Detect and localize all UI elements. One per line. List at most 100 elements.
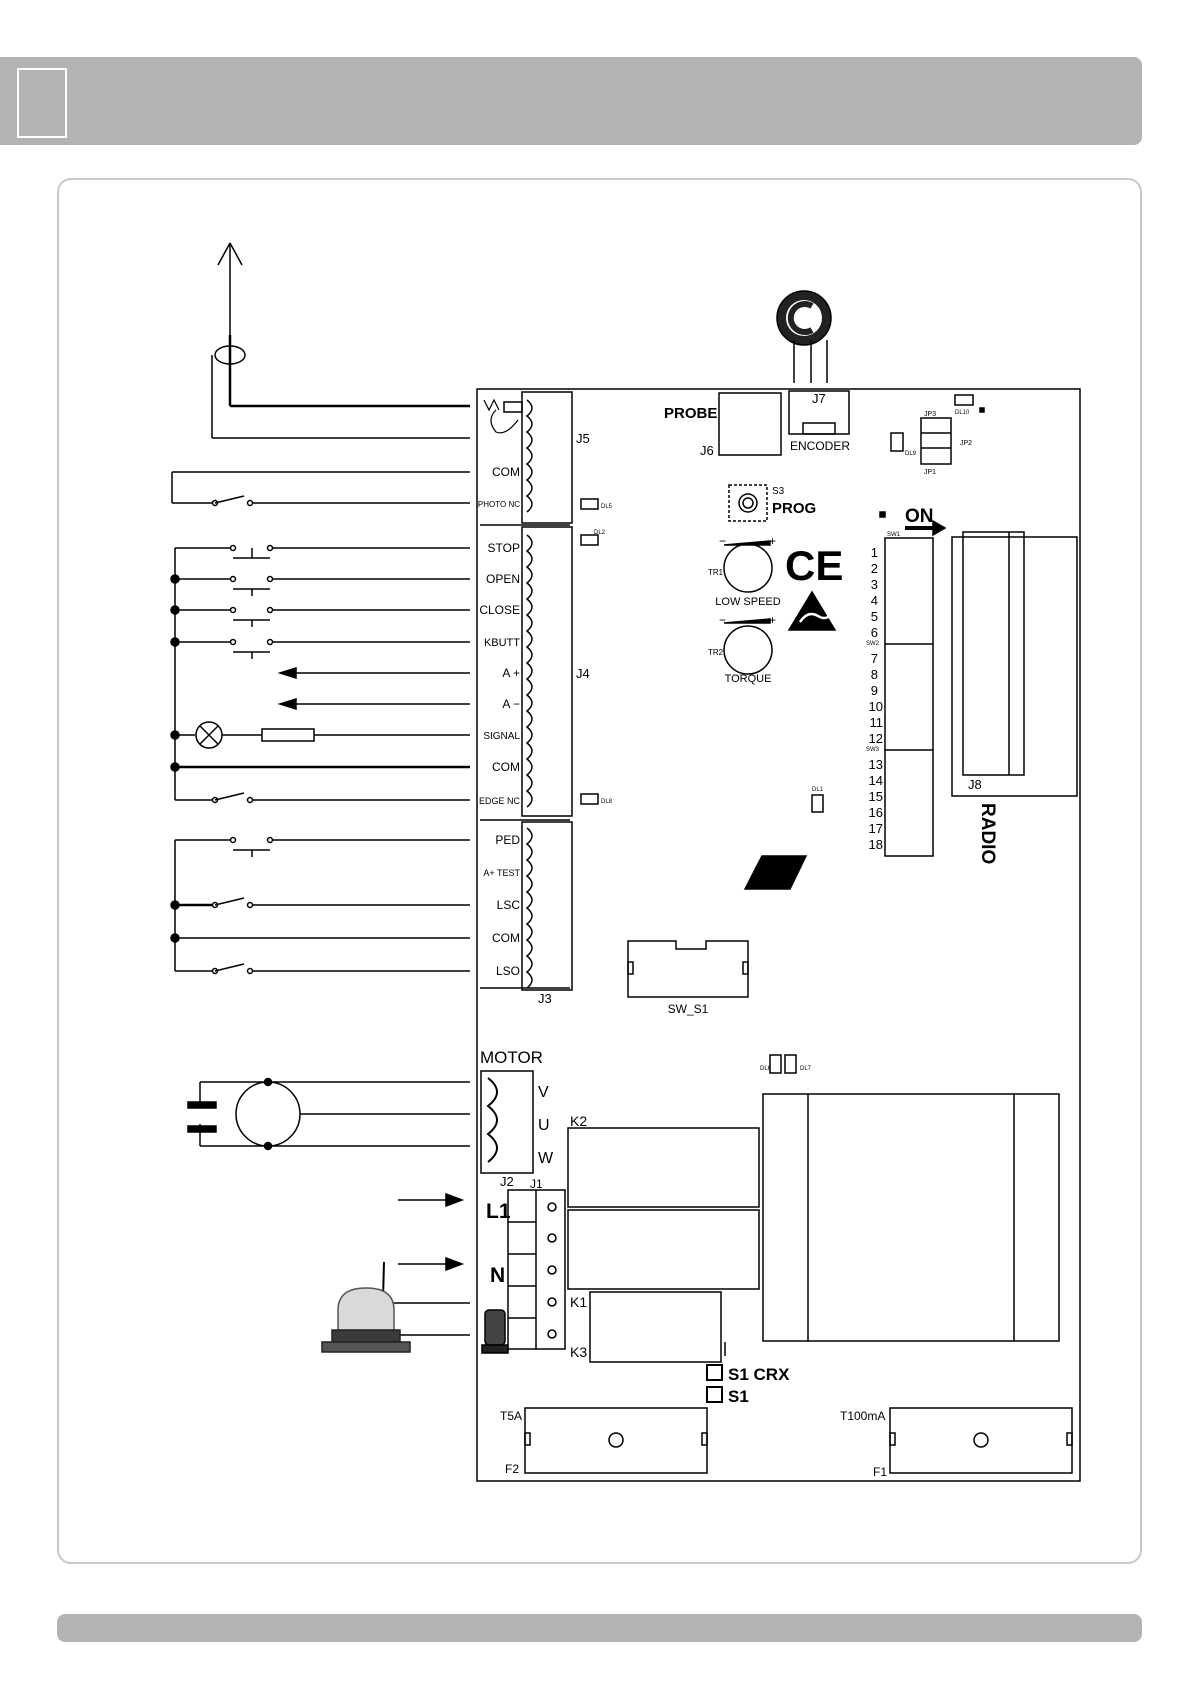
- dip-number-6: 6: [871, 625, 878, 640]
- led-dl10-dot: [979, 407, 985, 413]
- on-arrow-icon: [879, 511, 947, 537]
- power-n: N: [490, 1264, 505, 1287]
- tr1-plus: +: [769, 534, 776, 548]
- dip-number-8: 8: [871, 667, 878, 682]
- prog-button: [728, 484, 768, 522]
- dl7-label: DL7: [800, 1066, 812, 1072]
- trimmer-tr2: [723, 618, 773, 675]
- motor-symbol: [187, 1077, 470, 1151]
- dl2-label: DL2: [594, 530, 606, 536]
- j2-label: J2: [500, 1174, 514, 1189]
- tr1-label: TR1: [708, 568, 724, 577]
- j3-terminal-com: COM: [492, 931, 520, 945]
- relay-k3-label: K3: [570, 1344, 587, 1360]
- trimmer-tr1: [723, 540, 773, 593]
- motor-phase-u: U: [538, 1117, 550, 1134]
- led-dl7: [784, 1054, 797, 1074]
- footer-bar: [57, 1614, 1142, 1642]
- antenna-icon: [211, 242, 470, 439]
- probe-label: PROBE: [664, 405, 717, 422]
- dip-number-3: 3: [871, 577, 878, 592]
- j4-terminal-edge-nc: EDGE NC: [479, 796, 521, 806]
- svg-text:CE: CE: [785, 542, 843, 589]
- radio-label: RADIO: [977, 803, 998, 864]
- j4-terminal-a-minus: A −: [502, 697, 520, 711]
- sw3-label: SW3: [866, 747, 880, 753]
- bib-logo: BIB: [743, 855, 808, 890]
- relay-k1-label: K1: [570, 1294, 587, 1310]
- dl10-label: DL10: [955, 410, 970, 416]
- power-l1: L1: [486, 1200, 511, 1223]
- option-s1-crx-label: S1 CRX: [728, 1365, 790, 1384]
- encoder-icon: [776, 290, 832, 383]
- led-dl2: [580, 534, 599, 546]
- dl5-label: DL5: [601, 504, 613, 510]
- j2-connector: [480, 1070, 534, 1174]
- j3-label: J3: [538, 991, 552, 1006]
- dip-number-17: 17: [869, 821, 883, 836]
- j4-terminal-stop: STOP: [488, 541, 520, 555]
- prog-switch-label: S3: [772, 486, 785, 497]
- fuse-f1: [889, 1407, 1073, 1474]
- relay-k3: [589, 1291, 722, 1363]
- dip-number-10: 10: [869, 699, 883, 714]
- motor-phase-w: W: [538, 1150, 554, 1167]
- j1-connector: [507, 1189, 566, 1350]
- j3-terminal-lsc: LSC: [497, 898, 521, 912]
- j4-terminal-close: CLOSE: [479, 603, 520, 617]
- transformer: [762, 1093, 1060, 1342]
- dip-number-4: 4: [871, 593, 878, 608]
- j4-connector: [521, 526, 573, 817]
- photo-wiring: [171, 471, 470, 507]
- j3-terminal-ped: PED: [495, 833, 520, 847]
- relay-k2: [567, 1127, 760, 1208]
- prog-label: PROG: [772, 500, 816, 517]
- dip-on-label: ON: [905, 506, 934, 527]
- j6-connector: [718, 392, 782, 456]
- dip-number-1: 1: [871, 545, 878, 560]
- j4-label: J4: [576, 666, 590, 681]
- j5-connector: [521, 391, 573, 524]
- antenna-terminal-icon: [483, 398, 523, 434]
- lamp-terminal-icon: [481, 1309, 509, 1354]
- j8-label: J8: [968, 777, 982, 792]
- j6-label: J6: [700, 443, 714, 458]
- j4-terminal-a-plus: A +: [502, 666, 520, 680]
- tr2-plus: +: [769, 613, 776, 627]
- sw2-label: SW2: [866, 641, 880, 647]
- dip-number-16: 16: [869, 805, 883, 820]
- relay-k2-label: K2: [570, 1113, 587, 1129]
- j5-label: J5: [576, 431, 590, 446]
- ce-mark-icon: CE: [785, 542, 843, 589]
- sw-s1-connector: [627, 940, 749, 998]
- led-dl6: [769, 1054, 782, 1074]
- dip-switch-banks: [884, 537, 934, 857]
- sw-s1-label: SW_S1: [668, 1002, 709, 1016]
- led-dl1: [811, 794, 824, 813]
- torque-label: TORQUE: [725, 673, 772, 685]
- jp3-label: JP3: [924, 411, 936, 418]
- j7-label: J7: [812, 391, 826, 406]
- dip-number-9: 9: [871, 683, 878, 698]
- j4-terminal-open: OPEN: [486, 572, 520, 586]
- led-dl10: [954, 394, 974, 406]
- dip-number-2: 2: [871, 561, 878, 576]
- j4-terminal-kbutt: KBUTT: [484, 637, 520, 649]
- svg-text:BIB: BIB: [752, 862, 790, 887]
- motor-phase-v: V: [538, 1084, 549, 1101]
- j3-terminal-lso: LSO: [496, 964, 520, 978]
- jp1-label: JP1: [924, 469, 936, 476]
- board-outline: [476, 388, 1081, 1482]
- j4-wiring: [170, 544, 470, 804]
- led-dl5: [580, 498, 599, 510]
- dip-number-11: 11: [870, 715, 884, 730]
- j4-terminal-signal: SIGNAL: [483, 731, 520, 742]
- header-bar: [0, 57, 1142, 145]
- radio-receiver-slot: [951, 531, 1078, 797]
- dip-number-14: 14: [869, 773, 883, 788]
- tr2-label: TR2: [708, 648, 724, 657]
- dip-number-13: 13: [869, 757, 883, 772]
- dip-number-15: 15: [869, 789, 883, 804]
- dl6-label: DL6: [760, 1066, 772, 1072]
